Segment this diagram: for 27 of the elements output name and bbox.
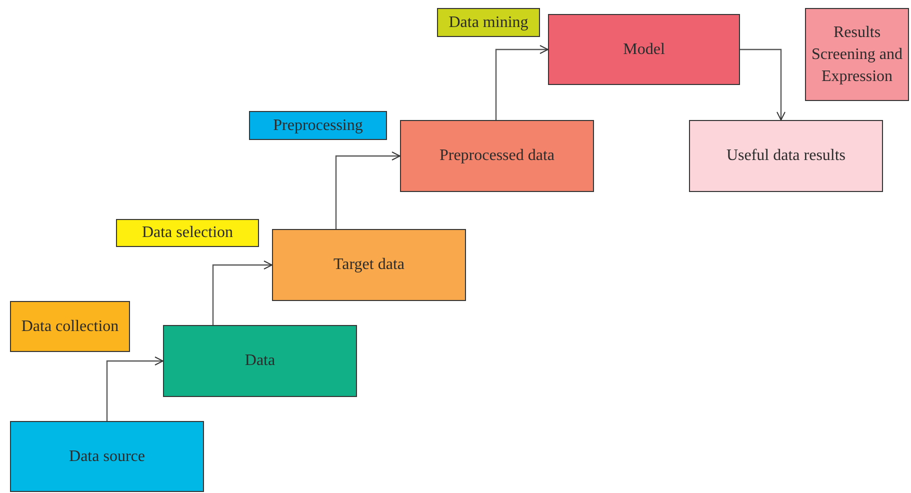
connector-arrow [740,48,786,120]
node-text: Results Screening and Expression [810,22,904,86]
node-text: Data mining [448,12,528,32]
process-box [689,120,883,192]
process-box [10,421,204,492]
node-text: Data [244,351,276,371]
step-label-box [249,111,387,140]
node-text: Preprocessing [273,116,363,136]
connector-arrow [495,45,548,120]
process-box [548,14,740,85]
step-label-box [10,301,130,352]
connector-arrow [106,356,164,421]
process-box [163,325,357,397]
node-text: Data selection [142,223,234,243]
step-label-box [805,8,909,101]
step-label-box [437,8,540,37]
node-text: Model [623,40,665,60]
node-text: Data collection [21,316,119,336]
connector-arrow [212,260,272,325]
connector-arrow [335,152,400,229]
node-text: Data source [69,446,145,466]
node-text: Useful data results [726,146,846,166]
step-label-box [116,219,259,247]
process-box [400,120,594,192]
process-box [272,229,466,301]
node-text: Preprocessed data [439,146,555,166]
node-text: Target data [334,255,404,275]
